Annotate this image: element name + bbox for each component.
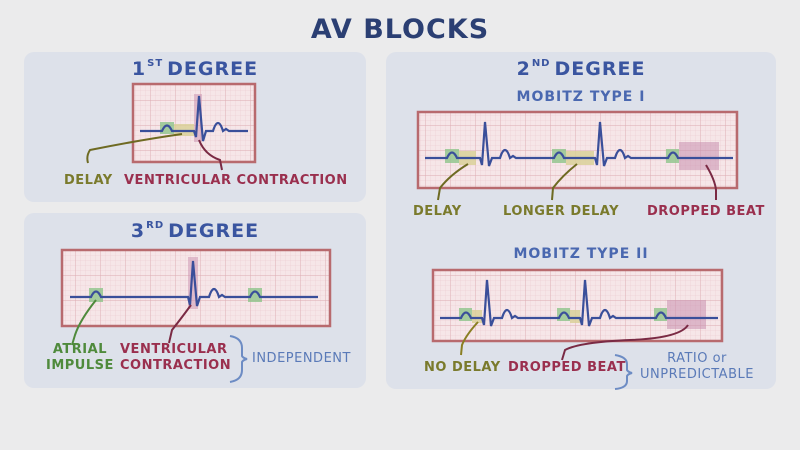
label-m1-dropped-beat: DROPPED BEAT — [647, 204, 765, 219]
third-degree-ecg-strip — [60, 248, 332, 383]
label-delay: DELAY — [64, 173, 113, 188]
first-degree-ecg-strip — [86, 82, 257, 171]
mobitz-type1-ecg-strip — [416, 110, 739, 201]
label-atrial-impulse: ATRIAL IMPULSE — [46, 342, 114, 373]
label-independent: INDEPENDENT — [252, 351, 351, 366]
label-ventricular-contraction: VENTRICULAR CONTRACTION — [124, 173, 348, 188]
mobitz-type2-heading: MOBITZ TYPE II — [513, 246, 649, 262]
label-m2-no-delay: NO DELAY — [424, 360, 501, 375]
label-m1-longer-delay: LONGER DELAY — [503, 204, 620, 219]
label-ratio-unpredictable: RATIO or UNPREDICTABLE — [640, 351, 754, 382]
mobitz-type1-heading: MOBITZ TYPE I — [516, 89, 646, 105]
label-ventricular-contraction-3rd: VENTRICULAR CONTRACTION — [120, 342, 232, 373]
diagram-title: AV BLOCKS — [310, 14, 490, 45]
mobitz-type2-ecg-strip — [431, 268, 724, 390]
label-m2-dropped-beat: DROPPED BEAT — [508, 360, 626, 375]
label-m1-delay: DELAY — [413, 204, 462, 219]
